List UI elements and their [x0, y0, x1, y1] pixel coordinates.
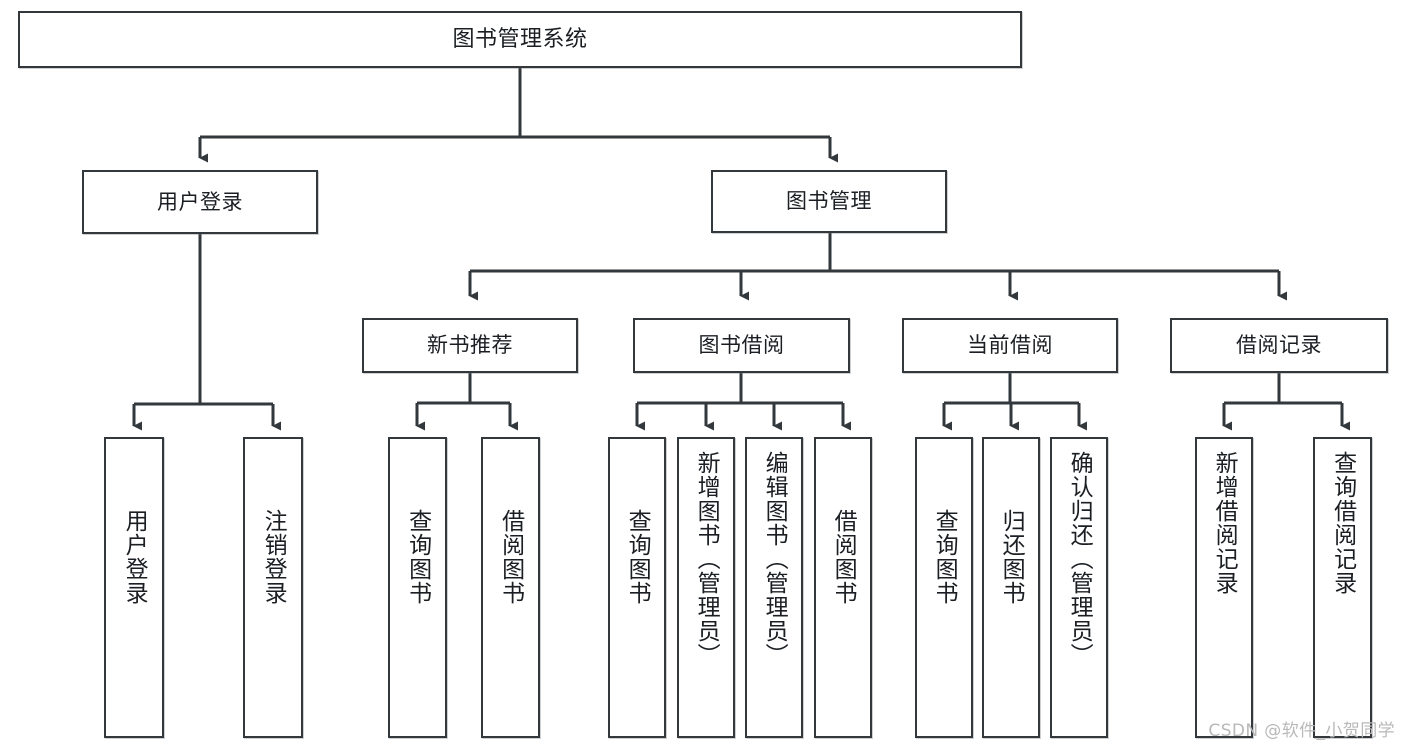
node-label: 归还图书 — [998, 509, 1025, 605]
node-label: 查询图书 — [931, 509, 958, 605]
leaf-current-borrow-confirm-return-admin[interactable]: 确认归还（管理员） — [1050, 437, 1108, 738]
node-label: 查询图书 — [404, 509, 431, 605]
leaf-current-borrow-query-books[interactable]: 查询图书 — [915, 437, 973, 738]
node-label: 编辑图书（管理员） — [761, 451, 788, 667]
leaf-current-borrow-return-books[interactable]: 归还图书 — [982, 437, 1040, 738]
leaf-user-login-logout[interactable]: 注销登录 — [243, 437, 303, 738]
node-label: 确认归还（管理员） — [1066, 451, 1093, 667]
leaf-borrow-records-add-record[interactable]: 新增借阅记录 — [1195, 437, 1253, 738]
leaf-book-borrow-borrow-books[interactable]: 借阅图书 — [814, 437, 872, 738]
node-label: 借阅图书 — [830, 509, 857, 605]
node-label: 用户登录 — [157, 189, 243, 214]
leaf-book-borrow-query-books[interactable]: 查询图书 — [608, 437, 666, 738]
node-label: 新增图书（管理员） — [693, 451, 720, 667]
leaf-new-book-borrow-books[interactable]: 借阅图书 — [481, 437, 540, 738]
node-new-book-recommend[interactable]: 新书推荐 — [362, 318, 578, 373]
node-label: 查询图书 — [624, 509, 651, 605]
node-borrow-records[interactable]: 借阅记录 — [1170, 318, 1388, 373]
leaf-user-login-login[interactable]: 用户登录 — [104, 437, 164, 738]
leaf-book-borrow-edit-book-admin[interactable]: 编辑图书（管理员） — [745, 437, 803, 738]
node-label: 新书推荐 — [427, 333, 513, 358]
node-user-login[interactable]: 用户登录 — [82, 170, 318, 234]
node-label: 借阅图书 — [497, 509, 524, 605]
node-label: 图书管理系统 — [452, 26, 588, 52]
node-book-borrow[interactable]: 图书借阅 — [633, 318, 850, 373]
node-label: 借阅记录 — [1236, 333, 1322, 358]
leaf-new-book-query-books[interactable]: 查询图书 — [388, 437, 447, 738]
node-label: 新增借阅记录 — [1211, 451, 1238, 595]
node-book-management[interactable]: 图书管理 — [711, 170, 947, 233]
node-label: 注销登录 — [260, 509, 287, 605]
node-root-book-management-system[interactable]: 图书管理系统 — [18, 11, 1022, 68]
node-label: 用户登录 — [121, 509, 148, 605]
leaf-borrow-records-query-record[interactable]: 查询借阅记录 — [1313, 437, 1372, 738]
node-label: 图书借阅 — [698, 333, 785, 358]
node-label: 查询借阅记录 — [1329, 451, 1356, 595]
node-current-borrow[interactable]: 当前借阅 — [902, 318, 1118, 373]
watermark-text: CSDN @软件_小贺同学 — [1208, 721, 1395, 741]
leaf-book-borrow-add-book-admin[interactable]: 新增图书（管理员） — [677, 437, 735, 738]
node-label: 当前借阅 — [967, 333, 1053, 358]
node-label: 图书管理 — [786, 189, 872, 214]
